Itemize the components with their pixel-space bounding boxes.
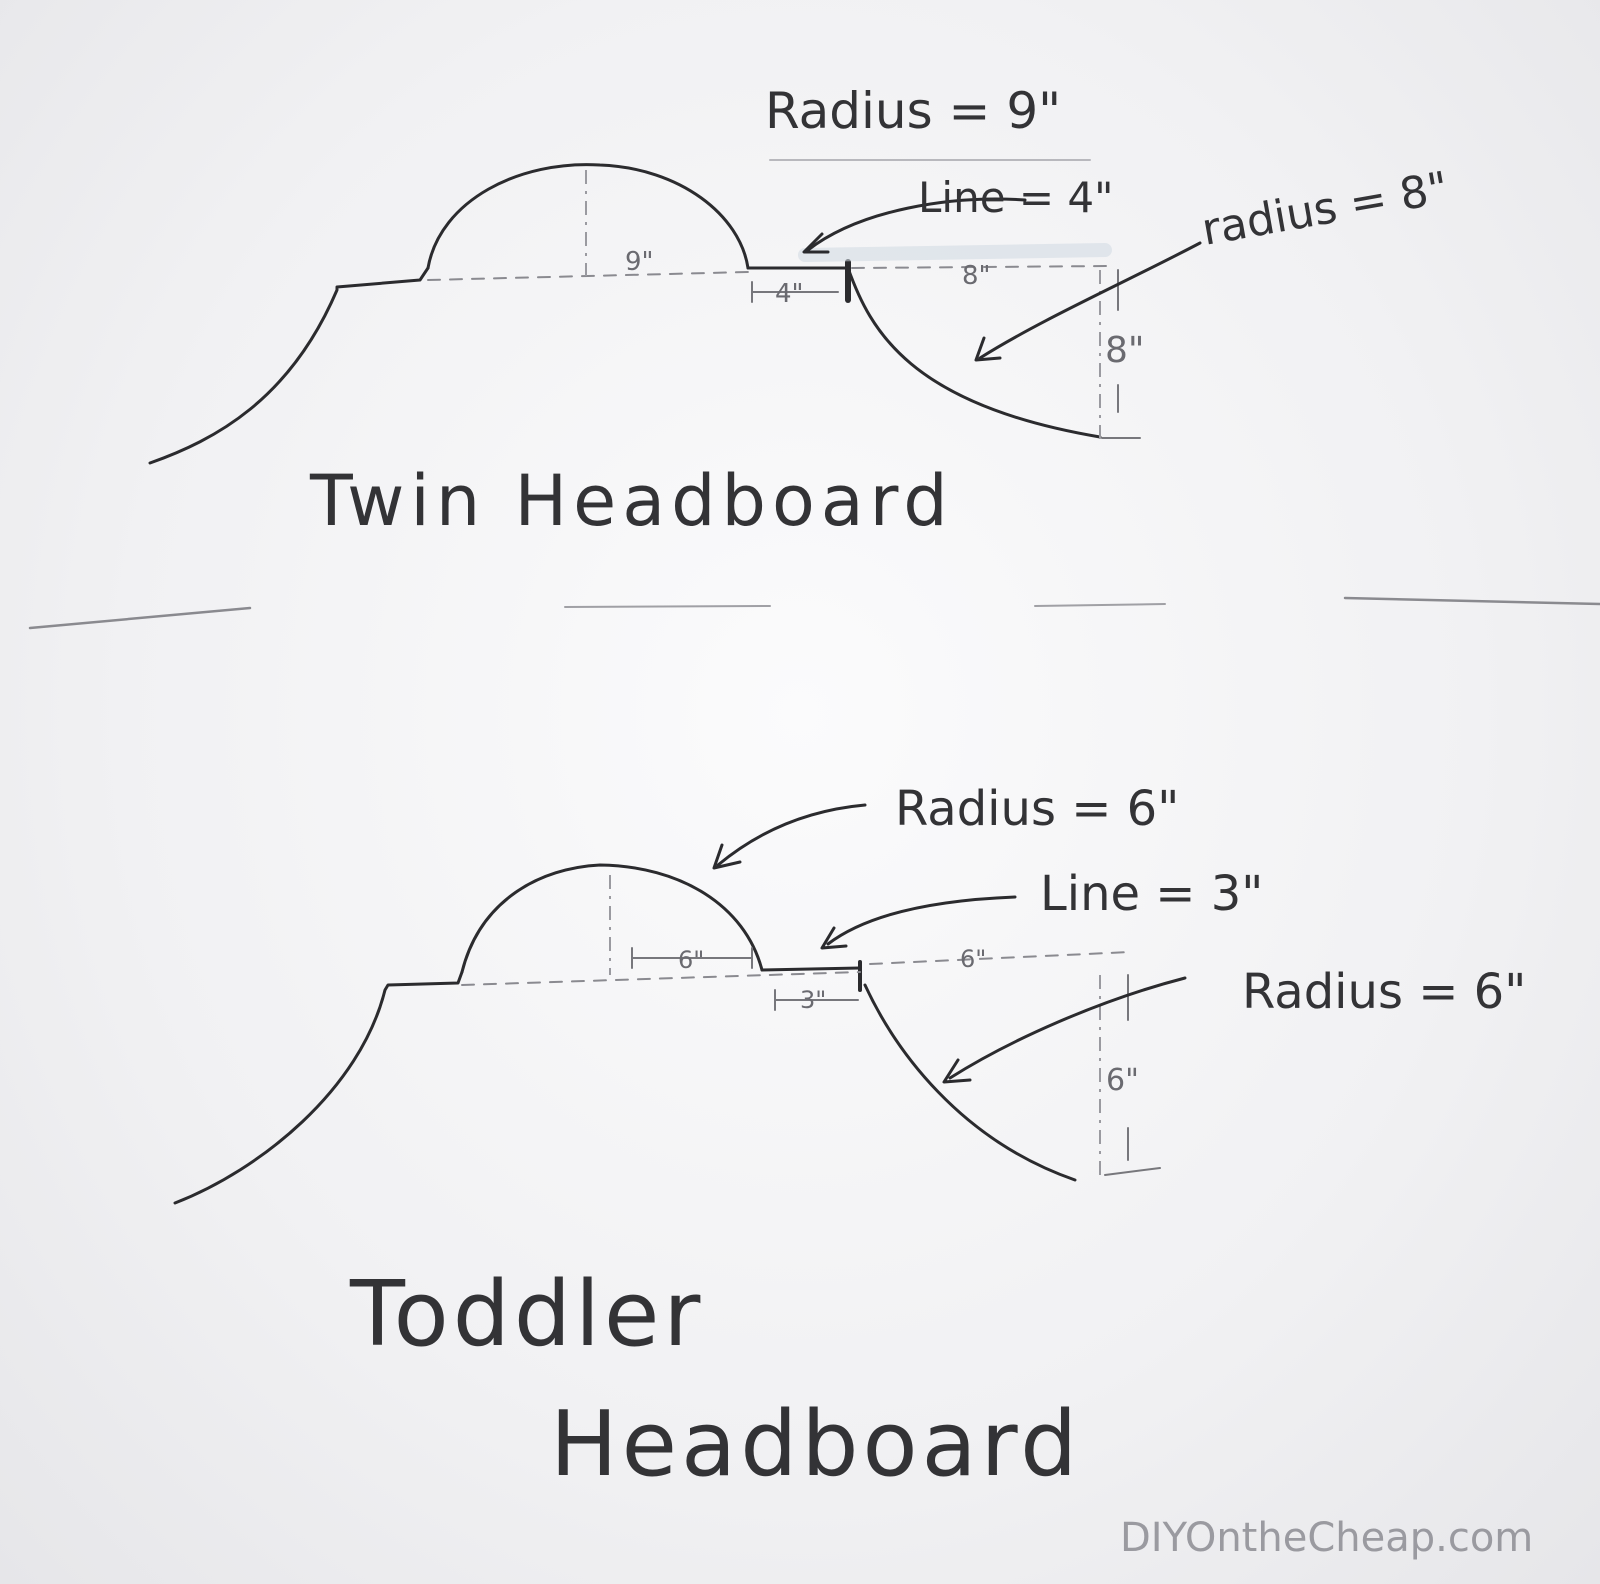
twin-outline-right-curve — [846, 266, 1102, 439]
toddler-title-line2: Headboard — [550, 1392, 1081, 1497]
twin-vert-bars — [1101, 269, 1141, 439]
toddler-line-arrow — [826, 895, 1017, 946]
twin-radius-arrow — [978, 241, 1202, 360]
twin-headboard-drawing — [148, 159, 1202, 465]
toddler-outline-right-curve — [863, 983, 1077, 1182]
toddler-baseline-dashed — [461, 971, 861, 986]
twin-radius-arrowhead — [974, 336, 1002, 362]
toddler-headboard-drawing — [173, 803, 1187, 1205]
twin-line-arrowhead — [802, 232, 830, 254]
toddler-dim-line: 3" — [800, 986, 826, 1014]
toddler-radius-side-arrow — [948, 976, 1187, 1080]
twin-radius-side-label: radius = 8" — [1198, 162, 1452, 255]
toddler-radius-side-arrowhead — [942, 1058, 972, 1084]
toddler-arch-dim-bar — [631, 947, 753, 969]
toddler-line-label: Line = 3" — [1040, 866, 1263, 922]
toddler-line-arrowhead — [820, 926, 848, 950]
twin-line-dim-bar — [751, 281, 839, 303]
twin-dim-line: 4" — [775, 279, 804, 309]
toddler-radius-top-arrow — [716, 803, 867, 867]
toddler-line-dim-bar — [774, 989, 859, 1011]
section-separator — [28, 596, 1600, 630]
toddler-radius-top-arrowhead — [712, 843, 742, 870]
watermark: DIYOntheCheap.com — [1120, 1515, 1533, 1561]
twin-dim-vert: 8" — [1105, 330, 1144, 371]
twin-blue-smudge — [798, 243, 1112, 262]
toddler-radius-side-label: Radius = 6" — [1242, 964, 1526, 1020]
twin-radius-top-label: Radius = 9" — [765, 82, 1061, 140]
twin-dim-arch: 9" — [625, 247, 654, 277]
toddler-dim-horiz: 6" — [960, 945, 986, 973]
toddler-outline-left-curve — [173, 970, 464, 1205]
toddler-title-line1: Toddler — [349, 1262, 704, 1367]
toddler-vert-bars — [1104, 974, 1161, 1176]
toddler-dim-vert: 6" — [1106, 1063, 1139, 1098]
twin-title: Twin Headboard — [309, 460, 954, 542]
twin-line-label: Line = 4" — [918, 173, 1113, 222]
twin-outline-left-curve — [148, 266, 430, 465]
toddler-horiz-dim-dashed — [869, 951, 1131, 965]
toddler-radius-top-label: Radius = 6" — [895, 781, 1179, 837]
twin-baseline-dashed — [427, 271, 749, 281]
toddler-outline-line — [760, 966, 862, 972]
toddler-outline-top-arch — [460, 863, 764, 974]
twin-horiz-dim-dashed — [851, 265, 1113, 269]
twin-line-arrow — [806, 197, 1027, 252]
toddler-dim-arch: 6" — [678, 946, 704, 974]
twin-dim-horiz: 8" — [962, 261, 991, 291]
twin-outline-top-arch — [426, 163, 750, 270]
